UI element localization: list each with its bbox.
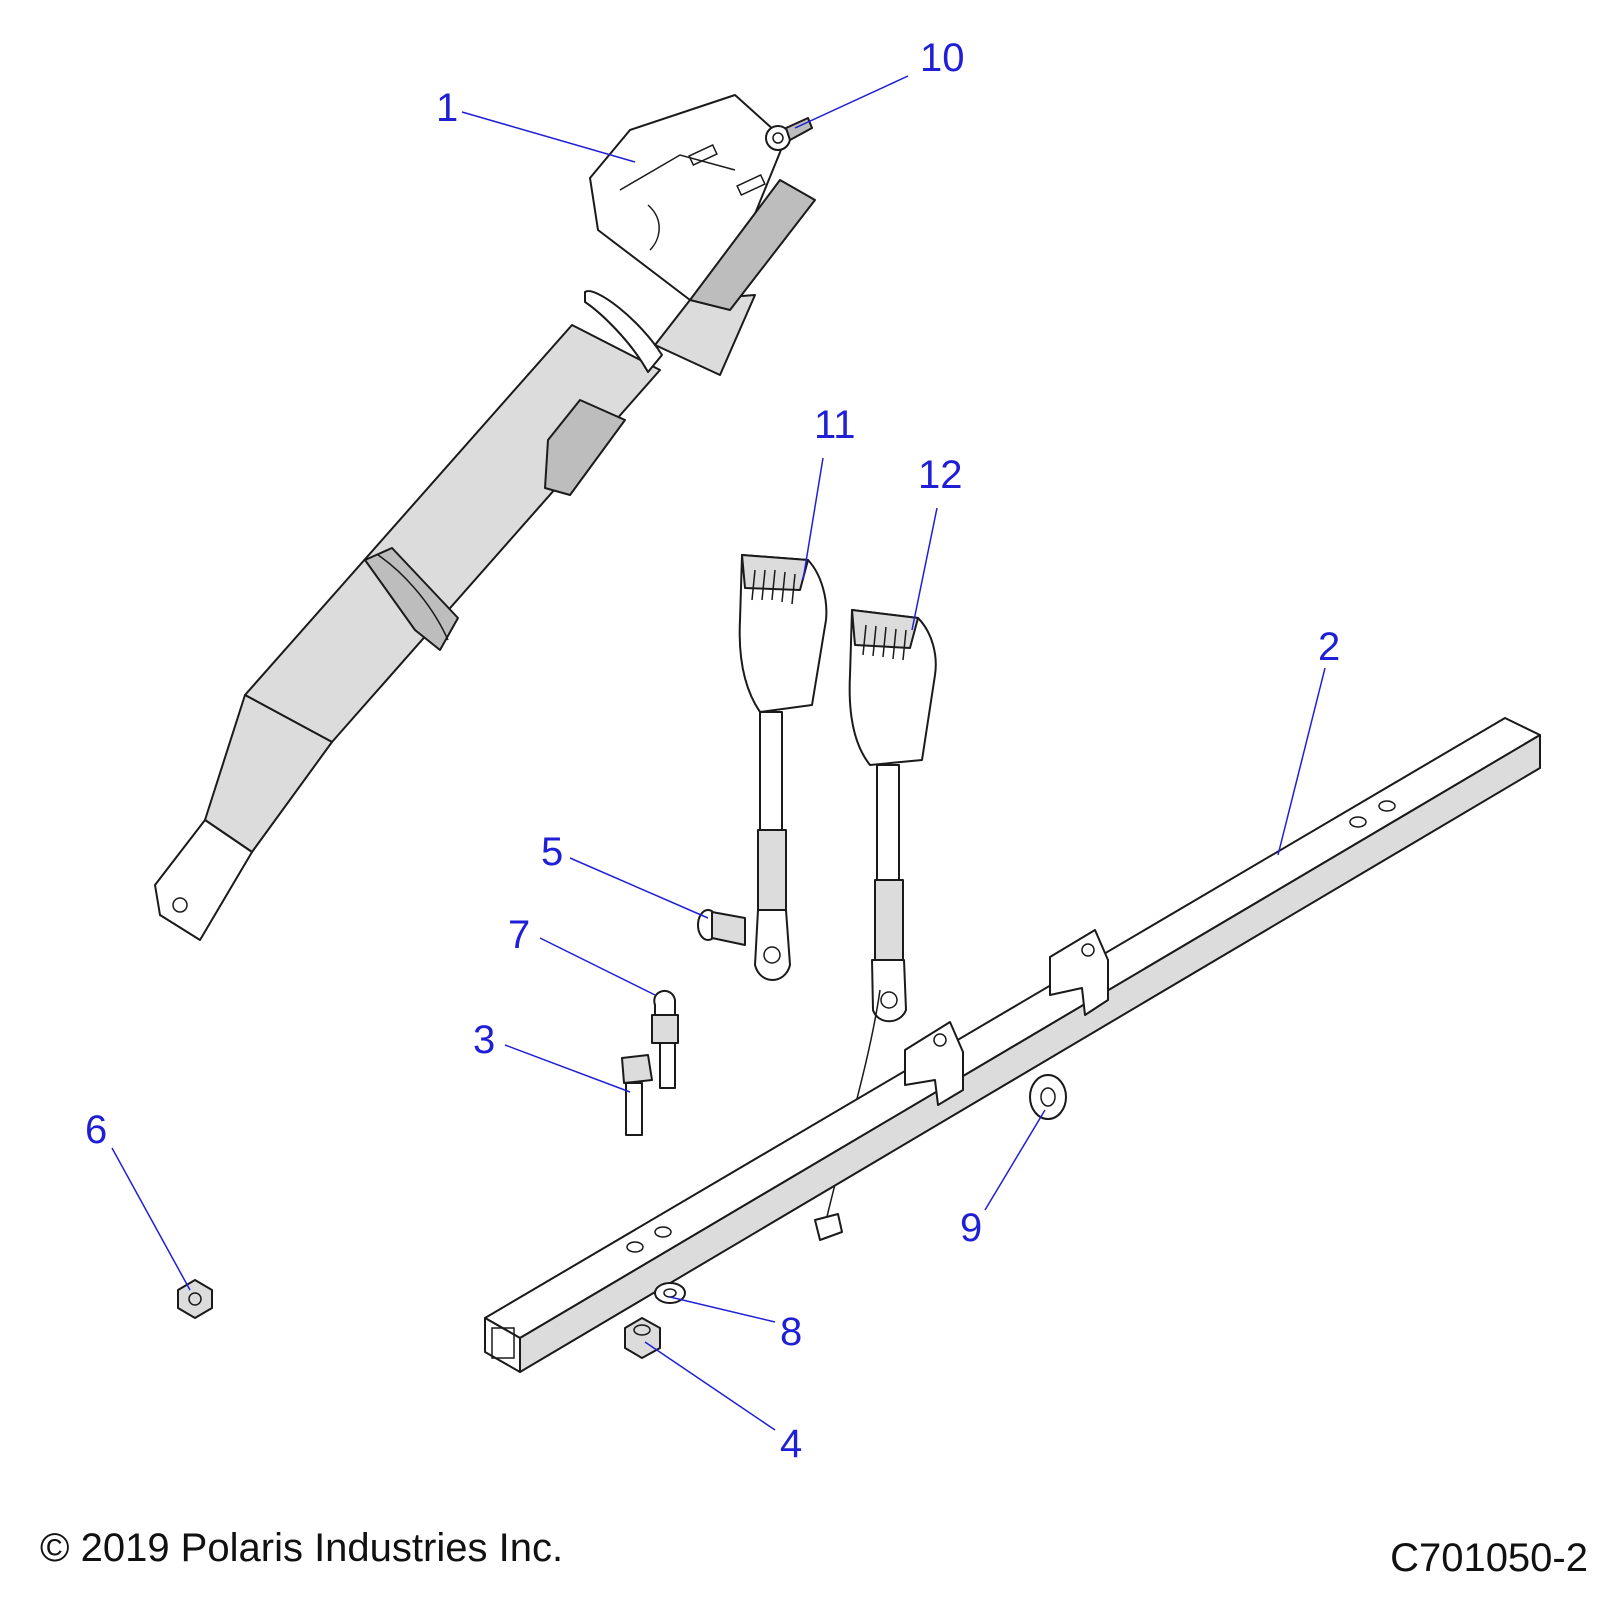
part-6-hex-nut (177, 1279, 213, 1319)
callout-10: 10 (920, 36, 965, 80)
part-7-stud (651, 990, 679, 1089)
callout-3: 3 (473, 1018, 496, 1062)
part-12-buckle-with-lead (814, 609, 937, 1241)
callout-1: 1 (436, 86, 459, 130)
leader-lines (111, 75, 1326, 1431)
drawing-number: C701050-2 (1390, 1536, 1588, 1580)
callout-5: 5 (541, 830, 564, 874)
callout-6: 6 (85, 1108, 108, 1152)
callout-12: 12 (918, 453, 963, 497)
callout-9: 9 (960, 1206, 983, 1250)
part-3-hex-bolt (621, 1054, 653, 1136)
part-9-washer (1029, 1074, 1067, 1120)
part-8-grommet (654, 1282, 686, 1304)
callout-2: 2 (1318, 625, 1341, 669)
part-5-flange-bolt (697, 909, 746, 946)
copyright-notice: © 2019 Polaris Industries Inc. (40, 1526, 564, 1570)
part-1-retractor-belt (154, 94, 816, 941)
callout-11: 11 (814, 403, 856, 447)
callout-8: 8 (780, 1310, 803, 1354)
part-11-buckle (738, 554, 828, 981)
part-4-lock-nut (624, 1317, 661, 1359)
callout-4: 4 (780, 1422, 803, 1466)
part-2-tube-crossbar (484, 717, 1541, 1373)
callout-7: 7 (508, 913, 531, 957)
